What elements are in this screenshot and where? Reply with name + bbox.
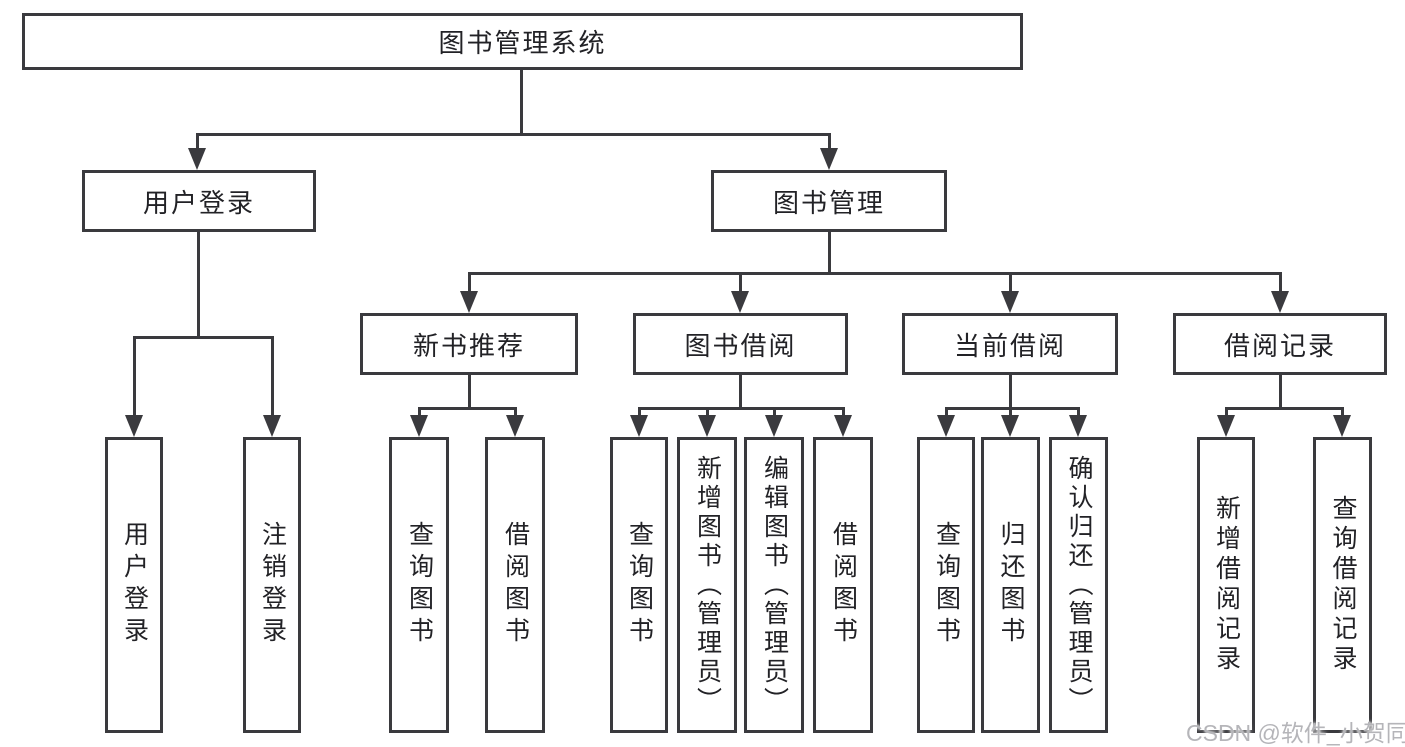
node-root-label: 图书管理系统: [438, 28, 607, 58]
leaf-user-login: 用户登录: [105, 437, 163, 733]
arrowhead-down-icon: [834, 415, 852, 437]
leaf-edit-books-admin-label: 编辑图书（管理员）: [760, 454, 789, 716]
leaf-user-login-label: 用户登录: [120, 521, 149, 649]
arrowhead-down-icon: [698, 415, 716, 437]
connector-borrow-hline: [639, 407, 845, 410]
connector-recommend-stem: [468, 375, 471, 410]
leaf-add-borrow-record-label: 新增借阅记录: [1212, 495, 1241, 675]
connector-arrow-stem: [1009, 407, 1012, 421]
leaf-confirm-return-admin: 确认归还（管理员）: [1049, 437, 1108, 733]
arrowhead-down-icon: [1069, 415, 1087, 437]
node-book-mgmt: 图书管理: [711, 170, 947, 232]
node-new-book-recommend: 新书推荐: [360, 313, 578, 375]
arrowhead-down-icon: [460, 291, 478, 313]
connector-borrow-stem: [739, 375, 742, 410]
connector-user-login-hline: [134, 336, 274, 339]
connector-arrow-stem: [418, 407, 421, 421]
arrowhead-down-icon: [188, 148, 206, 170]
connector-root-hline: [197, 133, 831, 136]
connector-arrow-stem: [773, 407, 776, 421]
connector-arrow-stem: [945, 407, 948, 421]
leaf-borrow-books-borrow-label: 借阅图书: [829, 521, 858, 649]
node-borrow-records: 借阅记录: [1173, 313, 1387, 375]
arrowhead-down-icon: [410, 415, 428, 437]
connector-recommend-hline: [419, 407, 517, 410]
arrowhead-down-icon: [1001, 415, 1019, 437]
arrowhead-down-icon: [125, 415, 143, 437]
leaf-edit-books-admin: 编辑图书（管理员）: [744, 437, 804, 733]
arrowhead-down-icon: [765, 415, 783, 437]
leaf-query-books-recommend: 查询图书: [389, 437, 449, 733]
leaf-query-books-borrow-label: 查询图书: [625, 521, 654, 649]
node-root: 图书管理系统: [22, 13, 1023, 70]
connector-arrow-stem: [271, 336, 274, 420]
arrowhead-down-icon: [1333, 415, 1351, 437]
arrowhead-down-icon: [1217, 415, 1235, 437]
node-borrow-records-label: 借阅记录: [1223, 330, 1336, 361]
leaf-borrow-books-borrow: 借阅图书: [813, 437, 873, 733]
leaf-query-books-current-label: 查询图书: [932, 521, 961, 649]
leaf-confirm-return-admin-label: 确认归还（管理员）: [1065, 454, 1093, 716]
node-user-login-label: 用户登录: [142, 187, 255, 218]
node-current-borrow: 当前借阅: [902, 313, 1118, 375]
leaf-logout-login: 注销登录: [243, 437, 301, 733]
connector-arrow-stem: [739, 272, 742, 294]
leaf-add-books-admin: 新增图书（管理员）: [677, 437, 737, 733]
connector-arrow-stem: [842, 407, 845, 421]
connector-arrow-stem: [1279, 272, 1282, 294]
connector-records-hline: [1226, 407, 1344, 410]
leaf-query-borrow-record: 查询借阅记录: [1313, 437, 1372, 733]
connector-arrow-stem: [468, 272, 471, 294]
connector-arrow-stem: [638, 407, 641, 421]
leaf-add-borrow-record: 新增借阅记录: [1197, 437, 1255, 733]
connector-arrow-stem: [1077, 407, 1080, 421]
arrowhead-down-icon: [937, 415, 955, 437]
connector-arrow-stem: [196, 133, 199, 155]
arrowhead-down-icon: [630, 415, 648, 437]
connector-arrow-stem: [1341, 407, 1344, 421]
connector-root-stem: [520, 70, 523, 134]
leaf-add-books-admin-label: 新增图书（管理员）: [693, 454, 722, 716]
connector-records-stem: [1279, 375, 1282, 410]
node-book-mgmt-label: 图书管理: [772, 187, 885, 218]
arrowhead-down-icon: [731, 291, 749, 313]
arrowhead-down-icon: [1271, 291, 1289, 313]
node-book-borrow: 图书借阅: [633, 313, 848, 375]
connector-book-mgmt-hline: [469, 272, 1282, 275]
connector-arrow-stem: [514, 407, 517, 421]
arrowhead-down-icon: [506, 415, 524, 437]
connector-current-hline: [946, 407, 1080, 410]
arrowhead-down-icon: [820, 148, 838, 170]
connector-arrow-stem: [828, 133, 831, 155]
leaf-return-books-label: 归还图书: [997, 521, 1025, 649]
arrowhead-down-icon: [263, 415, 281, 437]
leaf-query-books-borrow: 查询图书: [610, 437, 668, 733]
leaf-borrow-books-recommend-label: 借阅图书: [501, 521, 530, 649]
node-new-book-recommend-label: 新书推荐: [412, 330, 525, 361]
connector-arrow-stem: [706, 407, 709, 421]
leaf-return-books: 归还图书: [981, 437, 1040, 733]
node-book-borrow-label: 图书借阅: [684, 330, 797, 361]
arrowhead-down-icon: [1001, 291, 1019, 313]
node-user-login: 用户登录: [82, 170, 316, 232]
leaf-borrow-books-recommend: 借阅图书: [485, 437, 545, 733]
leaf-query-borrow-record-label: 查询借阅记录: [1329, 495, 1357, 675]
leaf-query-books-current: 查询图书: [917, 437, 975, 733]
node-current-borrow-label: 当前借阅: [953, 330, 1066, 361]
connector-user-login-stem: [197, 232, 200, 339]
connector-arrow-stem: [1009, 272, 1012, 294]
connector-arrow-stem: [133, 336, 136, 420]
leaf-query-books-recommend-label: 查询图书: [405, 521, 434, 649]
connector-arrow-stem: [1225, 407, 1228, 421]
connector-current-stem: [1009, 375, 1012, 410]
watermark-text: CSDN @软件_小贺同学: [1186, 720, 1405, 746]
connector-book-mgmt-stem: [828, 232, 831, 275]
leaf-logout-login-label: 注销登录: [258, 521, 287, 649]
